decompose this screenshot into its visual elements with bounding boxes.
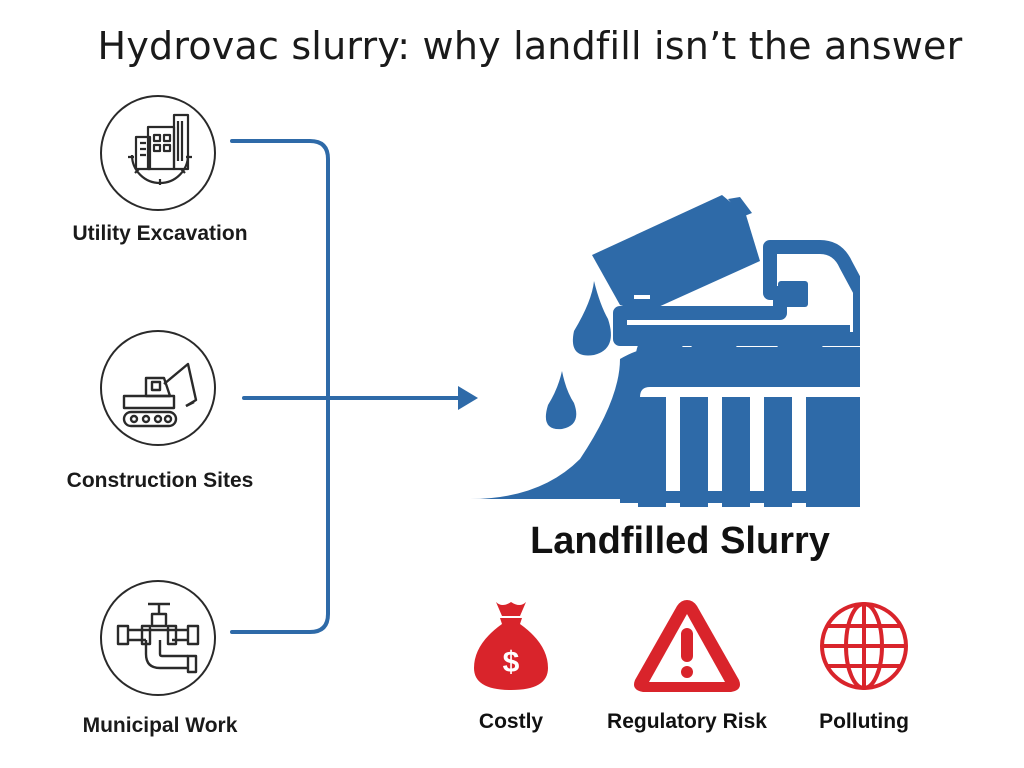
city-gear-icon (128, 113, 192, 185)
source-construction-sites (100, 330, 216, 446)
impact-label: Regulatory Risk (607, 710, 767, 733)
impact-label: Costly (478, 710, 544, 733)
source-municipal-work (100, 580, 216, 696)
dump-truck-landfill-icon (470, 195, 860, 507)
source-utility-excavation (100, 95, 216, 211)
svg-text:$: $ (503, 646, 520, 679)
pipe-valve-icon (116, 602, 200, 674)
arrow-head (458, 386, 478, 410)
impact-label: Polluting (819, 710, 909, 733)
source-label: Construction Sites (66, 469, 254, 492)
source-label: Municipal Work (82, 714, 238, 737)
connector-bracket (230, 139, 330, 634)
result-title: Landfilled Slurry (530, 520, 830, 562)
page-title: Hydrovac slurry: why landfill isn’t the … (97, 24, 963, 68)
source-label: Utility Excavation (72, 222, 248, 245)
globe-icon (820, 602, 908, 690)
money-bag-icon: $ (474, 602, 548, 690)
warning-triangle-icon (634, 600, 740, 692)
excavator-icon (122, 362, 198, 428)
